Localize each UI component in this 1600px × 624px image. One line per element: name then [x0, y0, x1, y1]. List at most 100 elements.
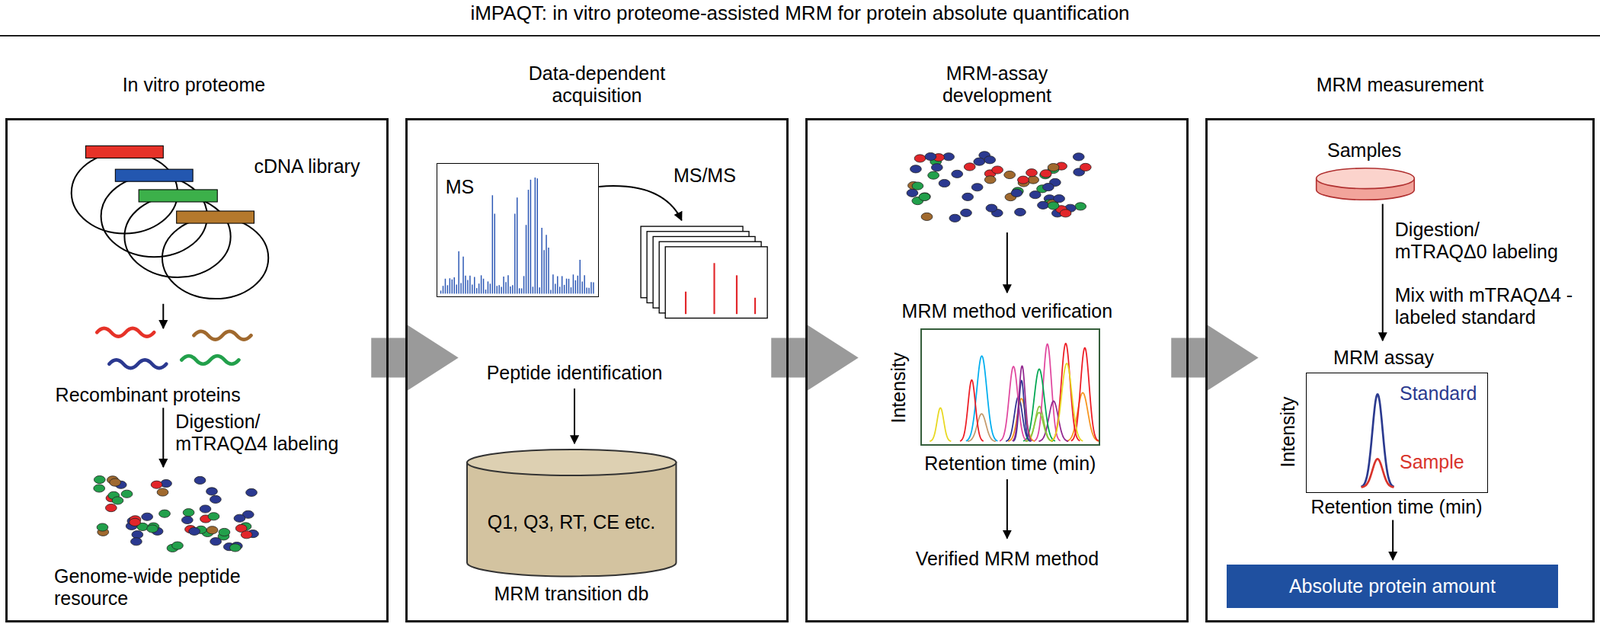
- step-arrow: [162, 304, 164, 329]
- protein-strand: [181, 355, 239, 365]
- peptide-dot: [943, 153, 955, 161]
- peptide-dot: [206, 526, 218, 535]
- cylinder-body: [467, 462, 676, 576]
- ms-peak: [455, 284, 457, 294]
- cdna-insert: [86, 145, 164, 158]
- peptide-dot: [1004, 170, 1016, 179]
- peptide-dot: [914, 154, 926, 163]
- ms-peak: [572, 274, 574, 294]
- petri-dish: [1316, 168, 1415, 200]
- peptide-dot: [1014, 208, 1027, 216]
- trace-label: Standard: [1399, 382, 1477, 405]
- chromatogram-traces: [1361, 393, 1395, 487]
- peptide-dot: [1043, 182, 1055, 191]
- assay-label: MRM assay: [1333, 345, 1434, 368]
- peptide-dot: [1017, 176, 1030, 184]
- db-label: MRM transition db: [494, 582, 650, 605]
- ms-peak: [460, 282, 461, 294]
- peptide-dot: [172, 541, 184, 550]
- axis-label: Intensity: [886, 352, 909, 423]
- peptide-dot: [188, 527, 201, 535]
- ms-peak: [480, 275, 482, 294]
- panel-heading: In vitro proteome: [79, 73, 308, 96]
- peptide-dot: [938, 179, 951, 187]
- ms-peak: [538, 287, 540, 294]
- peptide-dot: [1026, 169, 1038, 177]
- stage-panel: In vitro proteomecDNA libraryRecombinant…: [5, 118, 390, 623]
- ms-peak: [483, 278, 484, 295]
- ms-peak: [500, 286, 502, 294]
- chromatogram-peak: [1008, 398, 1035, 442]
- peptide-dot: [1040, 169, 1052, 178]
- peptide-dot: [1047, 201, 1060, 210]
- peptide-dot: [951, 169, 964, 178]
- plasmid: [124, 195, 231, 278]
- database-cylinder: Q1, Q3, RT, CE etc.MRM transition db: [466, 448, 677, 576]
- peptide-dot: [1037, 201, 1050, 209]
- ms-peak: [467, 280, 468, 295]
- peptide-dot: [973, 157, 986, 166]
- peptide-dot: [156, 488, 169, 496]
- peptide-dot: [971, 183, 983, 192]
- chromatogram-peak: [1361, 458, 1395, 487]
- insert-group: [86, 145, 255, 224]
- step-arrow: [1006, 232, 1008, 293]
- peptide-dot: [182, 508, 195, 517]
- ms-peak: [540, 227, 542, 294]
- peptide-dot: [992, 166, 1004, 174]
- peptide-dot: [906, 188, 919, 197]
- ms-peak: [473, 276, 475, 294]
- chromatogram-peak: [929, 407, 951, 442]
- ms-peak: [561, 275, 563, 294]
- stage-panel: MRM-assay developmentMRM method verifica…: [805, 118, 1190, 623]
- chromatogram-peak: [1361, 393, 1395, 487]
- ms-peak: [556, 276, 558, 295]
- chromatogram-peak: [1012, 365, 1033, 442]
- ms-peak: [492, 195, 493, 294]
- stage-arrow: [1171, 325, 1258, 391]
- spectrum-label: MS: [445, 175, 475, 198]
- ms-peak: [547, 247, 549, 295]
- stage-panel: MRM measurementSamplesDigestion/ mTRAQΔ0…: [1205, 118, 1596, 623]
- peptide-dot: [928, 171, 940, 180]
- peptide-dot: [984, 176, 996, 184]
- peptide-dot: [181, 515, 193, 524]
- peptide-dot: [240, 531, 253, 539]
- peptide-cloud: [93, 475, 260, 552]
- peptide-cloud: [906, 151, 1092, 223]
- peptide-dot: [931, 163, 943, 172]
- fragment-peak: [736, 275, 738, 314]
- peptide-dot: [960, 208, 973, 217]
- ms-peak: [454, 277, 455, 295]
- peptide-dot: [208, 512, 220, 521]
- step-label: Verified MRM method: [915, 547, 1099, 570]
- ms-peak: [462, 256, 464, 295]
- protein-strand: [108, 359, 167, 368]
- peptide-dot: [246, 488, 258, 496]
- cdna-insert: [138, 189, 218, 202]
- ms-peak: [440, 290, 442, 294]
- ms-peak: [523, 275, 525, 294]
- peptide-dot: [233, 514, 246, 522]
- item-label: Genome-wide peptide resource: [54, 566, 260, 611]
- axis-label: Retention time (min): [1310, 496, 1482, 519]
- ms-peak: [469, 275, 471, 295]
- chromatogram-box: StandardSampleIntensityRetention time (m…: [1305, 372, 1488, 493]
- step-arrow: [1392, 520, 1394, 560]
- ms-peak: [521, 288, 522, 294]
- ms-peak: [588, 288, 589, 295]
- chromatogram-peak: [1050, 363, 1083, 442]
- item-label: Recombinant proteins: [55, 384, 241, 407]
- ms-peak: [532, 286, 534, 294]
- plasmid-group: [71, 151, 269, 299]
- step-arrow: [1382, 204, 1384, 341]
- peptide-dot: [918, 192, 931, 201]
- peptide-dot: [919, 192, 932, 201]
- peptide-dot: [1079, 163, 1092, 171]
- ms-peak: [579, 259, 581, 294]
- peptide-dot: [147, 524, 159, 533]
- title-rule: [0, 35, 1600, 37]
- ms-peak: [550, 290, 551, 295]
- ms-peak: [447, 284, 448, 294]
- ms-peak: [590, 281, 592, 294]
